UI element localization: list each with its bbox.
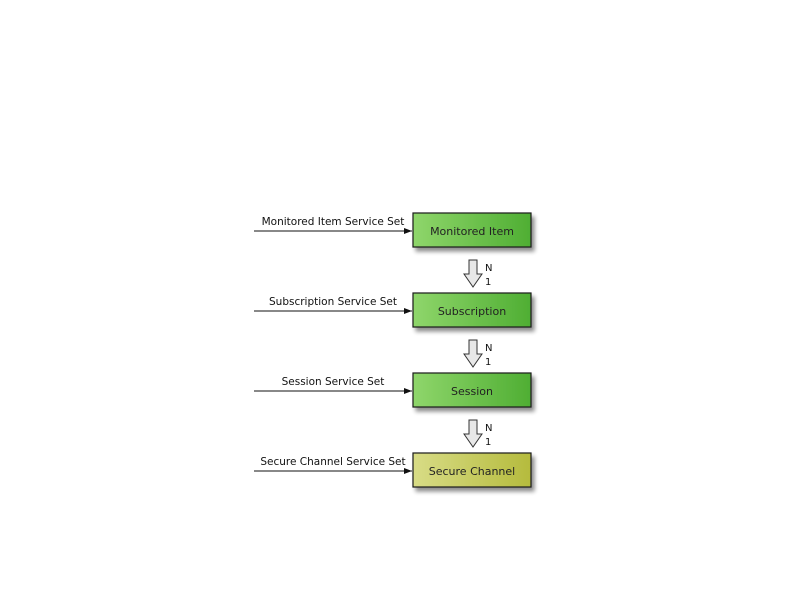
monitored-item-box xyxy=(412,212,532,248)
connector-subscription-session: N 1 xyxy=(463,339,492,368)
monitored-item-service-set-label: Monitored Item Service Set xyxy=(262,216,405,228)
layer-secure-channel: Secure Channel Service Set Secure Channe… xyxy=(254,452,532,488)
down-arrow-icon xyxy=(463,259,483,288)
multiplicity-n-label: N xyxy=(485,343,492,354)
session-service-set-label: Session Service Set xyxy=(282,376,385,388)
layer-session: Session Service Set Session xyxy=(254,372,532,408)
connector-session-secure-channel: N 1 xyxy=(463,419,492,448)
multiplicity-n-label: N xyxy=(485,263,492,274)
down-arrow-icon xyxy=(463,339,483,368)
multiplicity-1-label: 1 xyxy=(485,277,491,288)
session-box xyxy=(412,372,532,408)
layer-monitored-item: Monitored Item Service Set Monitored Ite… xyxy=(254,212,532,248)
multiplicity-1-label: 1 xyxy=(485,437,491,448)
connector-monitored-item-subscription: N 1 xyxy=(463,259,492,288)
subscription-box-label: Subscription xyxy=(438,305,506,318)
layer-subscription: Subscription Service Set Subscription xyxy=(254,292,532,328)
down-arrow-icon xyxy=(463,419,483,448)
secure-channel-box xyxy=(412,452,532,488)
secure-channel-service-set-label: Secure Channel Service Set xyxy=(260,456,405,468)
subscription-service-set-label: Subscription Service Set xyxy=(269,296,397,308)
multiplicity-1-label: 1 xyxy=(485,357,491,368)
session-box-label: Session xyxy=(451,385,493,398)
monitored-item-box-label: Monitored Item xyxy=(430,225,514,238)
secure-channel-box-label: Secure Channel xyxy=(429,465,515,478)
subscription-box xyxy=(412,292,532,328)
multiplicity-n-label: N xyxy=(485,423,492,434)
